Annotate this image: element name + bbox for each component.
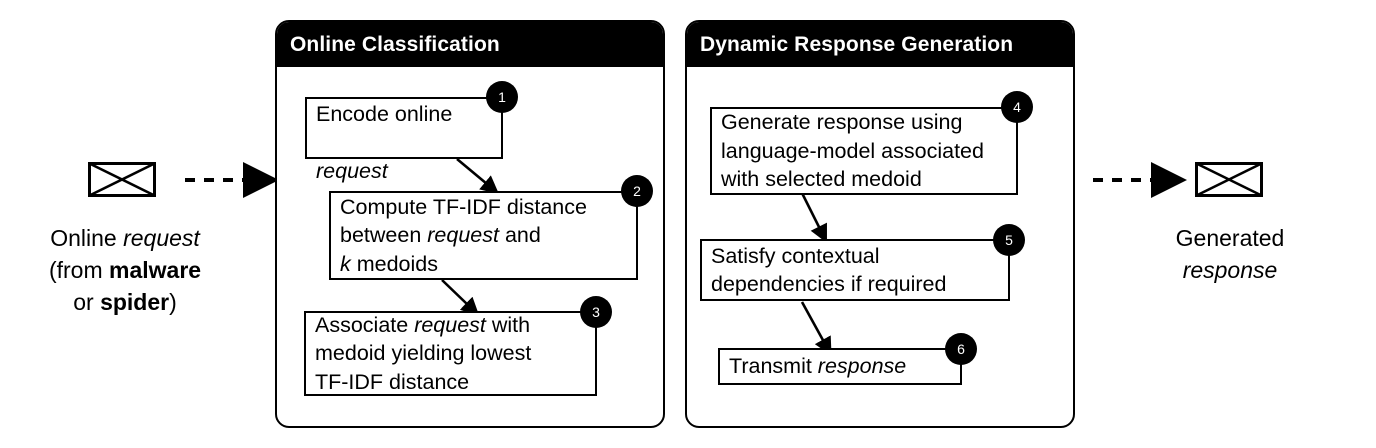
output-caption-line2: response — [1110, 254, 1350, 286]
step-badge-1: 1 — [486, 81, 518, 113]
input-caption-line3-bold: spider — [100, 289, 170, 315]
input-caption-line3: or spider) — [0, 286, 250, 318]
step-badge-3-number: 3 — [592, 304, 600, 320]
input-caption-line1-prefix: Online — [50, 225, 124, 251]
input-caption-line3-suffix: ) — [169, 289, 177, 315]
envelope-flap-lines — [88, 162, 156, 197]
step-box-1-text: Encode online request — [316, 71, 452, 185]
step-box-1-line2: request — [316, 158, 388, 183]
input-dashed-arrow — [185, 162, 279, 198]
connector-5-to-6 — [800, 301, 832, 356]
step-badge-5-number: 5 — [1005, 232, 1013, 248]
step-badge-2-number: 2 — [633, 183, 641, 199]
envelope-flap-lines — [1195, 162, 1263, 197]
input-caption-line1: Online request — [0, 222, 250, 254]
output-dashed-arrow — [1093, 162, 1187, 198]
step-badge-4: 4 — [1001, 91, 1033, 123]
input-caption-line3-prefix: or — [73, 289, 101, 315]
output-caption-line1: Generated — [1175, 225, 1285, 251]
input-caption-line1-italic: request — [123, 225, 200, 251]
connector-2-to-3 — [441, 279, 480, 316]
panel-online-classification-title: Online Classification — [277, 22, 663, 67]
output-envelope-icon — [1195, 162, 1263, 197]
step-box-1[interactable]: Encode online request — [305, 97, 503, 183]
input-caption: Online request (from malware or spider) — [0, 222, 250, 318]
step-box-6[interactable]: Transmit response — [718, 348, 962, 385]
step-badge-5: 5 — [993, 224, 1025, 256]
output-caption-line2-italic: response — [1182, 257, 1278, 283]
step-badge-6-number: 6 — [957, 341, 965, 357]
step-badge-2: 2 — [621, 175, 653, 207]
connector-4-to-5 — [800, 192, 827, 243]
panel-dynamic-response-generation-title: Dynamic Response Generation — [687, 22, 1073, 67]
step-badge-3: 3 — [580, 296, 612, 328]
input-envelope-icon — [88, 162, 156, 197]
output-caption: Generated response — [1110, 222, 1350, 286]
connector-1-to-2 — [456, 158, 499, 194]
step-badge-4-number: 4 — [1013, 99, 1021, 115]
step-badge-6: 6 — [945, 333, 977, 365]
step-box-6-text: Transmit response — [729, 354, 907, 379]
step-box-1-line1: Encode online — [316, 101, 453, 126]
input-caption-line2-prefix: (from — [48, 257, 109, 283]
step-badge-1-number: 1 — [498, 89, 506, 105]
input-caption-line2: (from malware — [0, 254, 250, 286]
input-caption-line2-bold: malware — [109, 257, 202, 283]
